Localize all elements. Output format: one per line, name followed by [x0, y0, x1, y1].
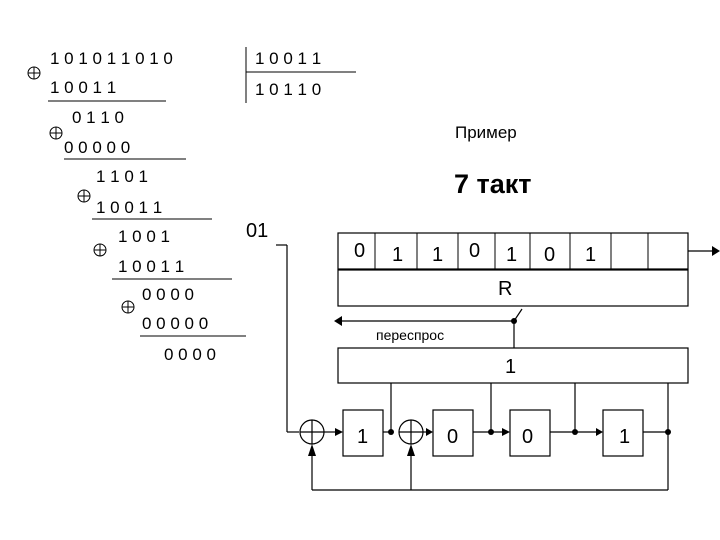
input-code: 01 — [246, 220, 268, 242]
step-row: 1 0 0 1 1 — [96, 198, 162, 217]
step-row: 0 1 1 0 — [72, 108, 124, 127]
xor-icon — [49, 126, 63, 140]
lfsr-cell-value: 0 — [447, 426, 458, 448]
step-row: 0 0 0 0 — [142, 285, 194, 304]
r-label: R — [498, 278, 512, 300]
quotient: 1 0 1 1 0 — [255, 80, 321, 99]
lfsr-cell-value: 0 — [522, 426, 533, 448]
shift-register-bit: 0 — [544, 244, 555, 266]
lfsr-cell — [602, 409, 644, 457]
buffer-value: 1 — [505, 356, 516, 378]
xor-adder-icon — [398, 419, 424, 445]
buffer-register: 1 — [337, 347, 689, 384]
xor-icon — [121, 300, 135, 314]
lfsr-cell — [342, 409, 384, 457]
shift-register-bit: 1 — [585, 244, 596, 266]
lfsr — [276, 244, 669, 491]
r-register: R — [337, 269, 689, 307]
step-label: 7 такт — [454, 169, 532, 199]
output-arrow — [688, 246, 720, 256]
lfsr-junctions — [388, 429, 671, 435]
step-row: 1 0 0 1 — [118, 227, 170, 246]
shift-register-bit: 1 — [506, 244, 517, 266]
shift-register-dividers — [374, 233, 649, 269]
lfsr-cell — [432, 409, 474, 457]
long-division: 1 0 1 0 1 1 0 1 0 1 0 0 1 1 1 0 0 1 1 1 … — [27, 47, 356, 364]
xor-icon — [27, 66, 41, 80]
step-row: 0 0 0 0 0 — [142, 314, 208, 333]
divisor-row: 1 0 0 1 1 — [50, 78, 116, 97]
step-row: 1 1 0 1 — [96, 167, 148, 186]
remainder: 0 0 0 0 — [164, 345, 216, 364]
shift-register-bit: 1 — [432, 244, 443, 266]
lfsr-cell — [509, 409, 551, 457]
shift-register-bit: 1 — [392, 244, 403, 266]
dividend-tail: 1 0 0 1 1 — [255, 49, 321, 68]
lfsr-cell-value: 1 — [357, 426, 368, 448]
dividend-head: 1 0 1 0 1 1 0 1 0 — [50, 49, 173, 68]
example-label: Пример — [455, 123, 517, 142]
resend-arrow — [334, 308, 523, 348]
shift-register-bit: 0 — [469, 240, 480, 262]
xor-icon — [77, 189, 91, 203]
xor-symbols — [27, 66, 135, 314]
shift-register: 0 1 1 0 1 0 1 — [337, 232, 689, 270]
step-row: 0 0 0 0 0 — [64, 138, 130, 157]
division-lines — [48, 47, 356, 337]
step-row: 1 0 0 1 1 — [118, 257, 184, 276]
lfsr-arrowheads — [308, 428, 603, 456]
shift-register-bit: 0 — [354, 240, 365, 262]
lfsr-cell-value: 1 — [619, 426, 630, 448]
xor-adder-icon — [299, 419, 325, 445]
resend-label: переспрос — [376, 327, 444, 343]
xor-icon — [93, 243, 107, 257]
